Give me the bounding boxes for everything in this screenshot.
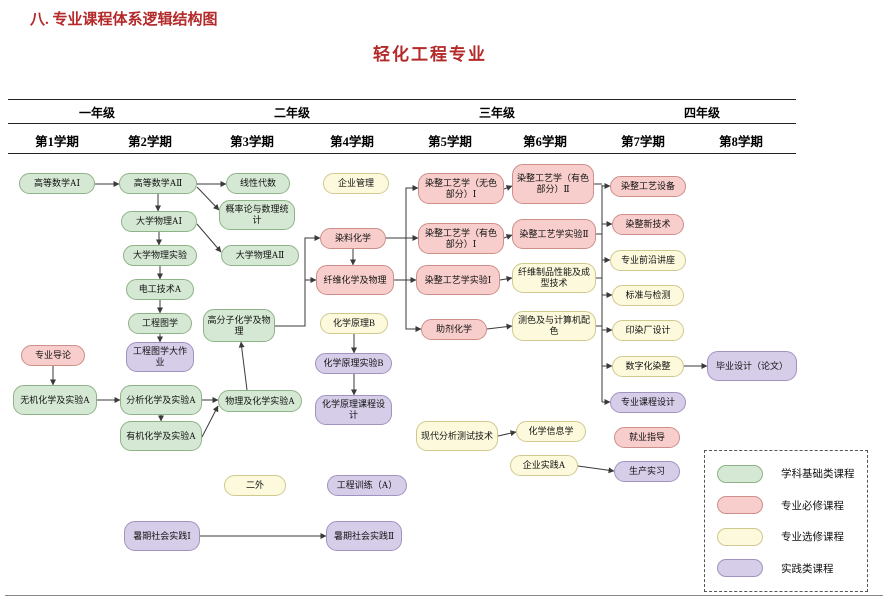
legend-items: 学科基础类课程专业必修课程专业选修课程实践类课程 [705, 458, 867, 584]
legend-row-required: 专业必修课程 [705, 496, 867, 515]
course-dyeing-tech-colorless-1: 染整工艺学（无色部分）Ⅰ [418, 173, 504, 204]
course-analytical-chem: 分析化学及实验A [120, 385, 202, 415]
legend-label-practice: 实践类课程 [781, 563, 834, 575]
semester-header-2: 第2学期 [128, 135, 172, 149]
semester-header-1: 第1学期 [35, 135, 79, 149]
semester-header-4: 第4学期 [330, 135, 374, 149]
major-title: 轻化工程专业 [373, 45, 487, 64]
year-header-1: 一年级 [78, 106, 116, 120]
course-production-internship: 生产实习 [614, 461, 680, 482]
course-frontier-lectures: 专业前沿讲座 [610, 250, 686, 271]
semester-header-6: 第6学期 [523, 135, 567, 149]
course-career-guidance: 就业指导 [614, 427, 680, 448]
legend-label-foundation: 学科基础类课程 [781, 469, 855, 481]
course-advanced-math-1: 高等数学AⅠ [19, 173, 95, 194]
course-enterprise-practice: 企业实践A [510, 455, 578, 476]
course-major-intro: 专业导论 [21, 345, 85, 366]
course-electrical-tech: 电工技术A [126, 279, 194, 300]
course-summer-practice-2: 暑期社会实践Ⅱ [326, 521, 402, 551]
arrow-13 [201, 405, 219, 438]
arrow-22 [503, 185, 513, 191]
page-title: 八. 专业课程体系逻辑结构图 [30, 12, 218, 28]
course-eng-drawing: 工程图学 [128, 313, 192, 334]
course-chem-principles: 化学原理B [320, 313, 388, 334]
legend-row-elective: 专业选修课程 [705, 527, 867, 546]
legend-swatch-elective [717, 527, 763, 546]
legend: 学科基础类课程专业必修课程专业选修课程实践类课程 [704, 450, 868, 592]
course-organic-chem: 有机化学及实验A [120, 421, 202, 451]
arrow-14 [238, 341, 248, 391]
course-eng-drawing-project: 工程图学大作业 [126, 342, 194, 372]
arrow-5 [196, 223, 222, 253]
legend-swatch-foundation [717, 464, 763, 483]
course-fiber-products: 纤维制品性能及成型技术 [512, 263, 596, 293]
page-footer-rule [5, 595, 883, 596]
course-printing-plant-design: 印染厂设计 [612, 320, 684, 341]
year-header-2: 二年级 [273, 106, 311, 120]
course-color-matching: 测色及与计算机配色 [512, 311, 596, 341]
legend-row-practice: 实践类课程 [705, 559, 867, 578]
semester-header-7: 第7学期 [621, 135, 665, 149]
arrow-21 [405, 280, 422, 332]
year-header-3: 三年级 [478, 106, 516, 120]
course-dyeing-equipment: 染整工艺设备 [610, 176, 686, 197]
legend-row-foundation: 学科基础类课程 [705, 464, 867, 483]
legend-label-elective: 专业选修课程 [781, 532, 844, 544]
arrow-40 [577, 465, 615, 474]
course-dyeing-lab-2: 染整工艺学实验Ⅱ [512, 219, 596, 249]
semester-header-5: 第5学期 [428, 135, 472, 149]
course-dyeing-lab-1: 染整工艺学实验Ⅰ [416, 265, 500, 295]
legend-swatch-required [717, 496, 763, 515]
course-linear-algebra: 线性代数 [226, 173, 290, 194]
legend-swatch-practice [717, 559, 763, 578]
course-probability-stats: 概率论与数理统计 [219, 200, 295, 230]
course-fiber-chem: 纤维化学及物理 [316, 265, 394, 295]
arrow-19 [394, 185, 419, 281]
header-divider-bottom [8, 153, 796, 154]
course-polymer-chem: 高分子化学及物理 [203, 309, 275, 342]
course-chem-principles-lab: 化学原理实验B [315, 353, 392, 374]
arrow-25 [486, 323, 513, 330]
arrow-15 [275, 235, 321, 327]
course-graduation-thesis: 毕业设计（论文） [707, 351, 797, 381]
course-phys-chem-lab: 物理及化学实验A [218, 390, 302, 412]
course-dye-chem: 染料化学 [320, 228, 386, 249]
arrow-23 [503, 234, 513, 240]
arrow-24 [499, 275, 513, 282]
semester-header-8: 第8学期 [719, 135, 763, 149]
course-physics-lab: 大学物理实验 [123, 245, 197, 266]
course-summer-practice-1: 暑期社会实践Ⅰ [124, 521, 200, 551]
course-new-dyeing-tech: 染整新技术 [612, 214, 684, 235]
header-divider-middle [8, 123, 796, 124]
course-digital-dyeing: 数字化染整 [612, 356, 684, 377]
course-chem-principles-design: 化学原理课程设计 [315, 395, 392, 425]
course-standards-testing: 标准与检测 [612, 285, 684, 306]
course-second-language: 二外 [224, 475, 286, 496]
arrow-39 [497, 430, 517, 437]
course-physics-a2: 大学物理AⅡ [221, 245, 299, 266]
course-dyeing-tech-color-2: 染整工艺学（有色部分）Ⅱ [512, 164, 594, 204]
course-modern-analysis: 现代分析测试技术 [416, 421, 498, 451]
course-business-mgmt: 企业管理 [323, 173, 389, 194]
arrow-2 [196, 186, 220, 211]
semester-header-3: 第3学期 [230, 135, 274, 149]
header-divider-top [8, 99, 796, 100]
year-header-4: 四年级 [683, 106, 721, 120]
legend-label-required: 专业必修课程 [781, 500, 844, 512]
course-physics-a1: 大学物理AⅠ [121, 211, 197, 232]
course-advanced-math-2: 高等数学AⅡ [119, 173, 197, 194]
course-inorganic-chem: 无机化学及实验A [13, 385, 97, 415]
course-eng-training: 工程训练（A） [327, 475, 407, 496]
course-major-course-design: 专业课程设计 [610, 392, 686, 413]
course-chem-informatics: 化学信息学 [516, 421, 586, 442]
course-dyeing-tech-color-1: 染整工艺学（有色部分）Ⅰ [418, 223, 504, 254]
course-auxiliary-chem: 助剂化学 [421, 319, 487, 340]
